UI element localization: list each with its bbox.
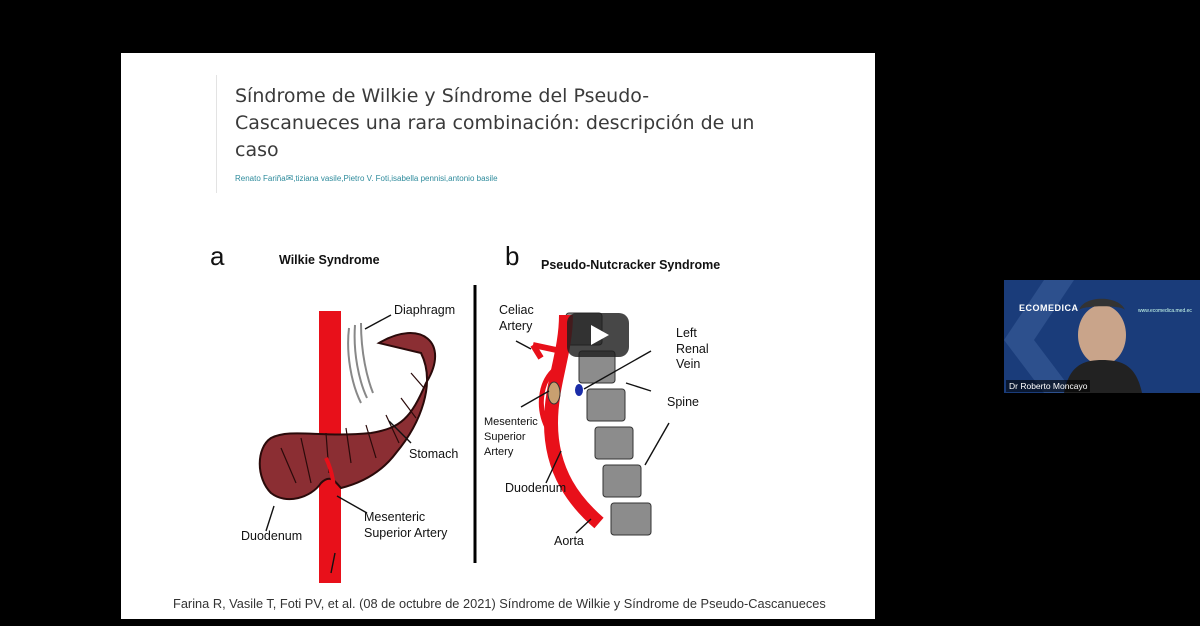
- video-play-button[interactable]: [567, 313, 629, 357]
- label-mesenteric-b: Mesenteric Superior Artery: [484, 416, 538, 458]
- article-title: Síndrome de Wilkie y Síndrome del Pseudo…: [235, 85, 755, 161]
- panel-a-title: Wilkie Syndrome: [279, 253, 380, 267]
- speaker-name: Dr Roberto Moncayo: [1006, 380, 1091, 392]
- label-spine: Spine: [667, 395, 699, 409]
- panel-b-letter: b: [505, 241, 520, 271]
- label-stomach: Stomach: [409, 447, 459, 461]
- arrows-a: [265, 314, 412, 574]
- label-aorta-b: Aorta: [554, 534, 584, 548]
- other-authors: ,tiziana vasile,Pietro V. Foti,isabella …: [293, 174, 498, 183]
- label-left-renal: Left Renal Vein: [676, 326, 709, 371]
- ecomedica-url: www.ecomedica.med.ec: [1138, 308, 1192, 314]
- speaker-webcam: ECOMEDICA www.ecomedica.med.ec Dr Robert…: [1004, 280, 1200, 393]
- aorta-b-shape: [543, 314, 604, 529]
- arrows-b: [515, 340, 670, 534]
- label-celiac: Celiac Artery: [499, 303, 534, 333]
- celiac-artery-shape: [530, 342, 562, 360]
- anatomy-figure: [258, 285, 670, 583]
- label-diaphragm: Diaphragm: [394, 303, 456, 317]
- panel-a-letter: a: [210, 241, 225, 271]
- stomach-shape: [258, 332, 437, 501]
- ecomedica-logo: ECOMEDICA: [1019, 303, 1079, 313]
- mail-icon: ✉: [285, 173, 294, 183]
- speaker-face: [1078, 305, 1126, 365]
- panel-b-title: Pseudo-Nutcracker Syndrome: [541, 258, 721, 272]
- webcam-background: [1004, 280, 1142, 393]
- article-authors: Renato Fariña✉,tiziana vasile,Pietro V. …: [235, 173, 498, 184]
- label-duodenum-b: Duodenum: [505, 481, 567, 495]
- label-duodenum-a: Duodenum: [241, 529, 303, 543]
- sma-shape: [538, 369, 555, 433]
- article-divider: [216, 75, 217, 193]
- first-author: Renato Fariña: [235, 174, 286, 183]
- presentation-slide: Síndrome de Wilkie y Síndrome del Pseudo…: [121, 53, 875, 619]
- duodenum-b-shape: [547, 381, 561, 405]
- mesenteric-artery-a: [324, 457, 336, 499]
- play-icon: [591, 325, 609, 345]
- slide-citation: Farina R, Vasile T, Foti PV, et al. (08 …: [173, 596, 826, 611]
- diaphragm-shape: [347, 322, 374, 404]
- label-mesenteric-a: Mesenteric Superior Artery: [364, 510, 448, 540]
- stomach-folds: [280, 372, 425, 484]
- renal-vein-shape: [575, 384, 583, 396]
